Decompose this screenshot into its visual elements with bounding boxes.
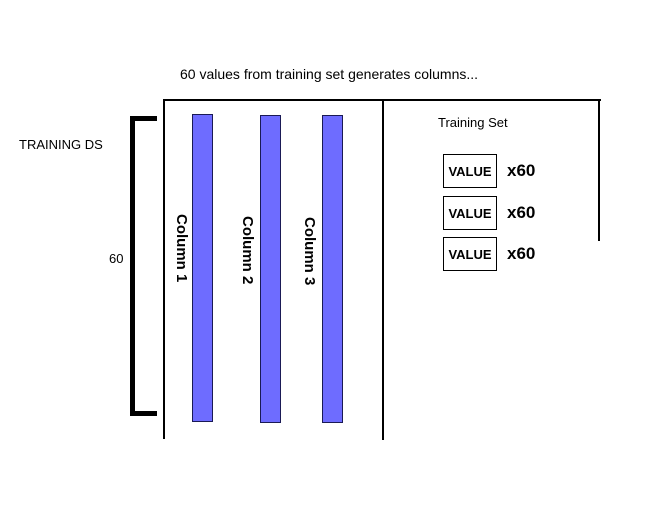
value-box: VALUE — [443, 154, 497, 188]
value-multiplier: x60 — [507, 161, 536, 180]
dataset-label: TRAINING DS — [19, 137, 103, 152]
diagram-caption: 60 values from training set generates co… — [180, 66, 479, 82]
column-bar-1 — [192, 114, 213, 422]
column-label-1: Column 1 — [173, 214, 190, 283]
frame-right-line — [598, 99, 600, 241]
row-count-label: 60 — [109, 251, 124, 266]
column-label-2: Column 2 — [239, 216, 256, 285]
column-bar-3 — [322, 115, 343, 423]
value-multiplier: x60 — [507, 203, 536, 222]
value-row-3: VALUE x60 — [443, 237, 535, 271]
frame-divider-line — [382, 99, 384, 440]
bracket-spine — [130, 116, 135, 416]
value-row-2: VALUE x60 — [443, 196, 535, 230]
column-bar-2 — [260, 115, 281, 423]
value-multiplier: x60 — [507, 244, 536, 263]
bracket-top-tick — [130, 116, 157, 121]
value-box: VALUE — [443, 196, 497, 230]
column-label-3: Column 3 — [301, 217, 318, 286]
training-set-title: Training Set — [438, 115, 508, 130]
bracket-bottom-tick — [130, 411, 157, 416]
frame-left-line — [163, 99, 165, 439]
value-box: VALUE — [443, 237, 497, 271]
value-row-1: VALUE x60 — [443, 154, 535, 188]
